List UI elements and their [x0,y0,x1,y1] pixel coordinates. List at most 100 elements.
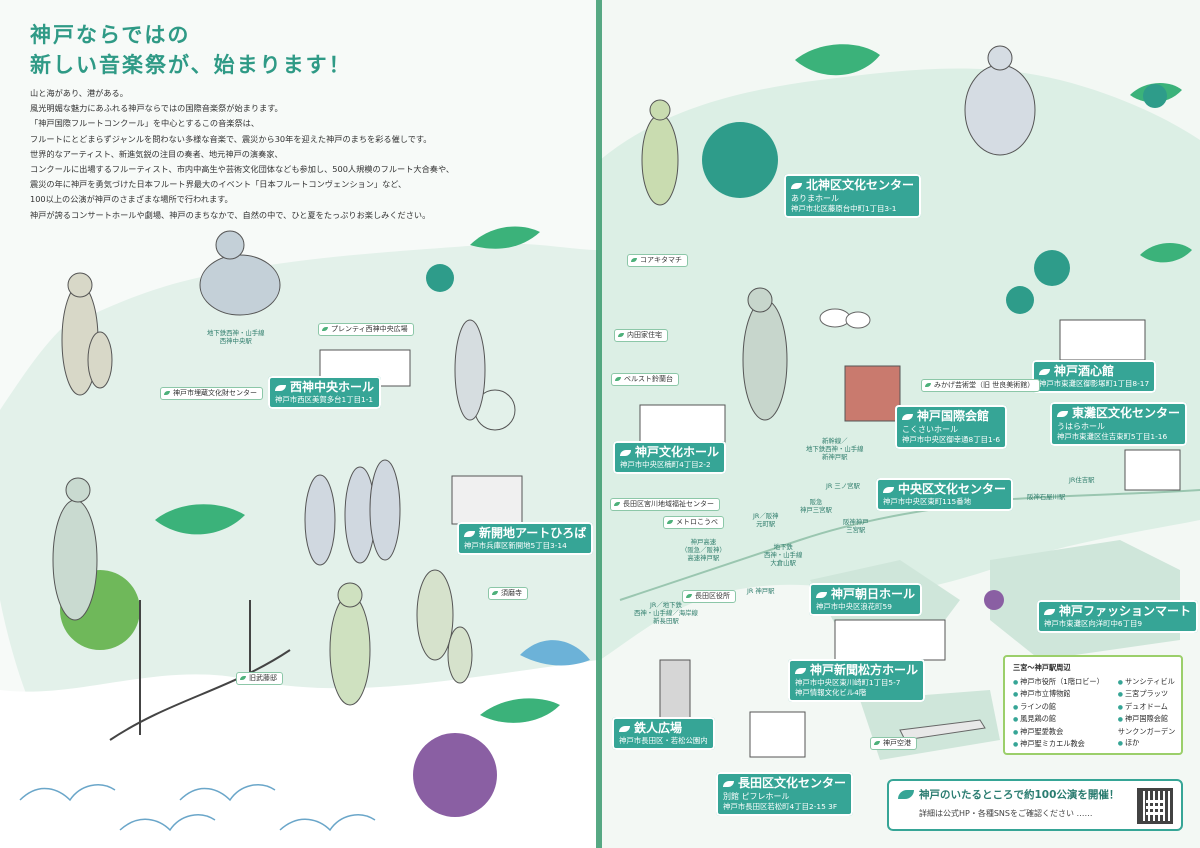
leaf-1 [470,226,540,249]
tag-nagata-kuyakusho[interactable]: 長田区役所 [682,590,736,603]
building-kokusai [844,365,901,422]
venue-kobe-asahi-hall[interactable]: 神戸朝日ホール 神戸市中央区浪花町59 [809,583,923,616]
intro-line: 風光明媚な魅力にあふれる神戸ならではの国際音楽祭が始まります。 [30,103,283,114]
airplane [899,719,986,741]
venue-kobe-bunka-hall[interactable]: 神戸文化ホール 神戸市中央区楠町4丁目2-2 [613,441,727,474]
tag-kyubuto[interactable]: 旧武藤邸 [236,672,283,685]
venue-name: 神戸文化ホール [635,445,720,459]
station-seishin-chuo: 地下鉄西神・山手線 西神中央駅 [207,329,265,345]
venue-kobe-kokusai-kaikan[interactable]: 神戸国際会館 こくさいホール 神戸市中央区御幸通8丁目1-6 [895,405,1008,449]
venue-address: 神戸情報文化ビル4階 [795,688,867,697]
venue-kobe-fashion-mart[interactable]: 神戸ファッションマート 神戸市東灘区向洋町中6丁目9 [1037,600,1199,633]
venue-address: 神戸市中央区御幸通8丁目1-6 [902,435,1001,444]
leaf-icon [816,591,827,598]
circle-green-2 [426,264,454,292]
sannomiya-venues-box: 三宮～神戸駅周辺 神戸市役所（1階ロビー） 神戸市立博物館 ラインの館 風見鶏の… [1003,655,1183,755]
venue-subname: こくさいホール [902,425,958,434]
leaf-icon [883,486,894,493]
box-item: ほか [1118,738,1140,747]
box-column-left: 神戸市役所（1階ロビー） 神戸市立博物館 ラインの館 風見鶏の館 神戸聖愛教会 … [1013,676,1104,751]
leaf-icon [723,780,734,787]
performance-banner[interactable]: 神戸のいたるところで約100公演を開催！ 詳細は公式HP・各種SNSをご確認くだ… [887,779,1183,831]
venue-subname: ありまホール [791,194,839,203]
tag-bellst[interactable]: ベルスト鈴蘭台 [611,373,679,386]
venue-address: 神戸市兵庫区新開地5丁目3-14 [464,541,567,550]
leaf-icon [1044,608,1055,615]
tag-uchida[interactable]: 内田家住宅 [614,329,668,342]
tag-maizo[interactable]: 神戸市埋蔵文化財センター [160,387,263,400]
intro-line: 神戸が誇るコンサートホールや劇場、神戸のまちなかで、自然の中で、ひと夏をたっぷり… [30,209,431,220]
building-higashinada [1124,449,1181,491]
box-column-right: サンシティビル 三宮プラッツ デュオドーム 神戸国際会館 サンクンガーデン ほか [1118,676,1176,751]
intro-line: 100以上の公演が神戸のさまざまな場所で行われます。 [30,194,233,205]
tag-koakitamachi[interactable]: コアキタマチ [627,254,688,267]
venue-address: 神戸市中央区浪花町59 [816,602,892,611]
building-shinkaichi [451,475,523,525]
banner-subtext: 詳細は公式HP・各種SNSをご確認ください …… [919,809,1093,818]
intro-text: 山と海があり、港がある。 風光明媚な魅力にあふれる神戸ならではの国際音楽祭が始ま… [30,86,455,223]
leaf-5 [480,698,560,723]
tag-metro-kobe[interactable]: メトロこうべ [663,516,724,529]
tag-plenty[interactable]: プレンティ西神中央広場 [318,323,414,336]
banner-headline: 神戸のいたるところで約100公演を開催！ [919,789,1120,801]
figure-pianist-girl [199,230,281,316]
intro-line: フルートにとどまらずジャンルを問わない多様な音楽で、震災から30年を迎えた神戸の… [30,133,432,144]
figure-grandparent-child [416,569,473,684]
figure-flutist-kneeling [641,99,679,206]
station-shin-nagata: JR／地下鉄 西神・山手線／海岸線 新長田駅 [634,601,698,625]
venue-subname: 別館 ピフレホール [723,792,790,801]
venue-tetsujin-hiroba[interactable]: 鉄人広場 神戸市長田区・若松公園内 [612,717,715,750]
qr-code-icon[interactable] [1137,788,1173,824]
building-nagata [749,711,806,758]
page-spine [596,0,602,848]
venue-chuo-cultural-center[interactable]: 中央区文化センター 神戸市中央区東町115番地 [876,478,1014,511]
venue-address: 神戸市中央区東町115番地 [883,497,972,506]
box-item: 神戸聖ミカエル教会 [1013,739,1085,748]
venue-address: 神戸市北区藤原台中町1丁目3-1 [791,204,897,213]
venue-address: 神戸市西区美賀多台1丁目1-1 [275,395,374,404]
tag-mikage[interactable]: みかげ芸術堂（旧 世良美術館） [921,379,1041,392]
box-item: 神戸市役所（1階ロビー） [1013,677,1104,686]
venue-address: 神戸市東灘区向洋町中6丁目9 [1044,619,1143,628]
building-tetsujin [659,659,691,726]
venue-name: 神戸酒心館 [1054,364,1115,378]
land-east-kobe [600,68,1200,660]
venue-nagata-cultural-center[interactable]: 長田区文化センター 別館 ピフレホール 神戸市長田区若松町4丁目2-15 3F [716,772,854,816]
figure-guitarist-dancer [964,45,1036,156]
tag-kobe-airport[interactable]: 神戸空港 [870,737,917,750]
box-item: ラインの館 [1013,702,1056,711]
venue-hokushin-cultural-center[interactable]: 北神区文化センター ありまホール 神戸市北区藤原台中町1丁目3-1 [784,174,922,218]
venue-higashinada-cultural-center[interactable]: 東灘区文化センター うはらホール 神戸市東灘区住吉東町5丁目1-16 [1050,402,1188,446]
venue-address: 神戸市長田区若松町4丁目2-15 3F [723,802,838,811]
leaf-icon [791,182,802,189]
building-matsukata [834,619,946,661]
tag-sumadera[interactable]: 須磨寺 [488,587,528,600]
venue-shinkaichi-art-hiroba[interactable]: 新開地アートひろば 神戸市兵庫区新開地5丁目3-14 [457,522,594,555]
circle-green-1 [702,122,778,198]
building-shushin [1059,319,1146,361]
venue-kobe-shushinkan[interactable]: 神戸酒心館 神戸市東灘区御影塚町1丁目8-17 [1032,360,1157,393]
venue-kobe-shinbun-matsukata-hall[interactable]: 神戸新聞松方ホール 神戸市中央区東川崎町1丁目5-7 神戸情報文化ビル4階 [788,659,926,702]
venue-seishin-chuo-hall[interactable]: 西神中央ホール 神戸市西区美賀多台1丁目1-1 [268,376,382,409]
station-ishiyagawa: 阪神石屋川駅 [1027,493,1066,501]
intro-line: コンクールに出場するフルーティスト、市内中高生や芸術文化団体なども参加し、500… [30,164,455,175]
venue-name: 神戸新聞松方ホール [810,663,919,677]
akashi-bridge [109,649,291,741]
station-shin-kobe: 新幹線／ 地下鉄西神・山手線 新神戸駅 [806,437,864,461]
venue-name: 鉄人広場 [634,721,683,735]
leaf-icon [898,790,914,799]
tag-nagata-fukushi[interactable]: 長田区宮川地域福祉センター [610,498,720,511]
venue-address: 神戸市長田区・若松公園内 [619,736,708,745]
station-kosoku-kobe: 神戸高速 （阪急／阪神） 高速神戸駅 [681,538,726,562]
seagull-group [19,784,376,832]
leaf-6 [1140,243,1192,263]
venue-address: 神戸市中央区東川崎町1丁目5-7 [795,678,901,687]
intro-line: 「神戸国際フルートコンクール」を中心とするこの音楽祭は、 [30,118,260,129]
station-motomachi: JR／阪神 元町駅 [753,512,779,528]
figure-wheelchair [454,319,516,431]
figure-family [61,272,113,396]
circle-green-3 [1034,250,1070,286]
figure-conductor [52,477,98,621]
box-item: サンシティビル [1118,677,1175,686]
